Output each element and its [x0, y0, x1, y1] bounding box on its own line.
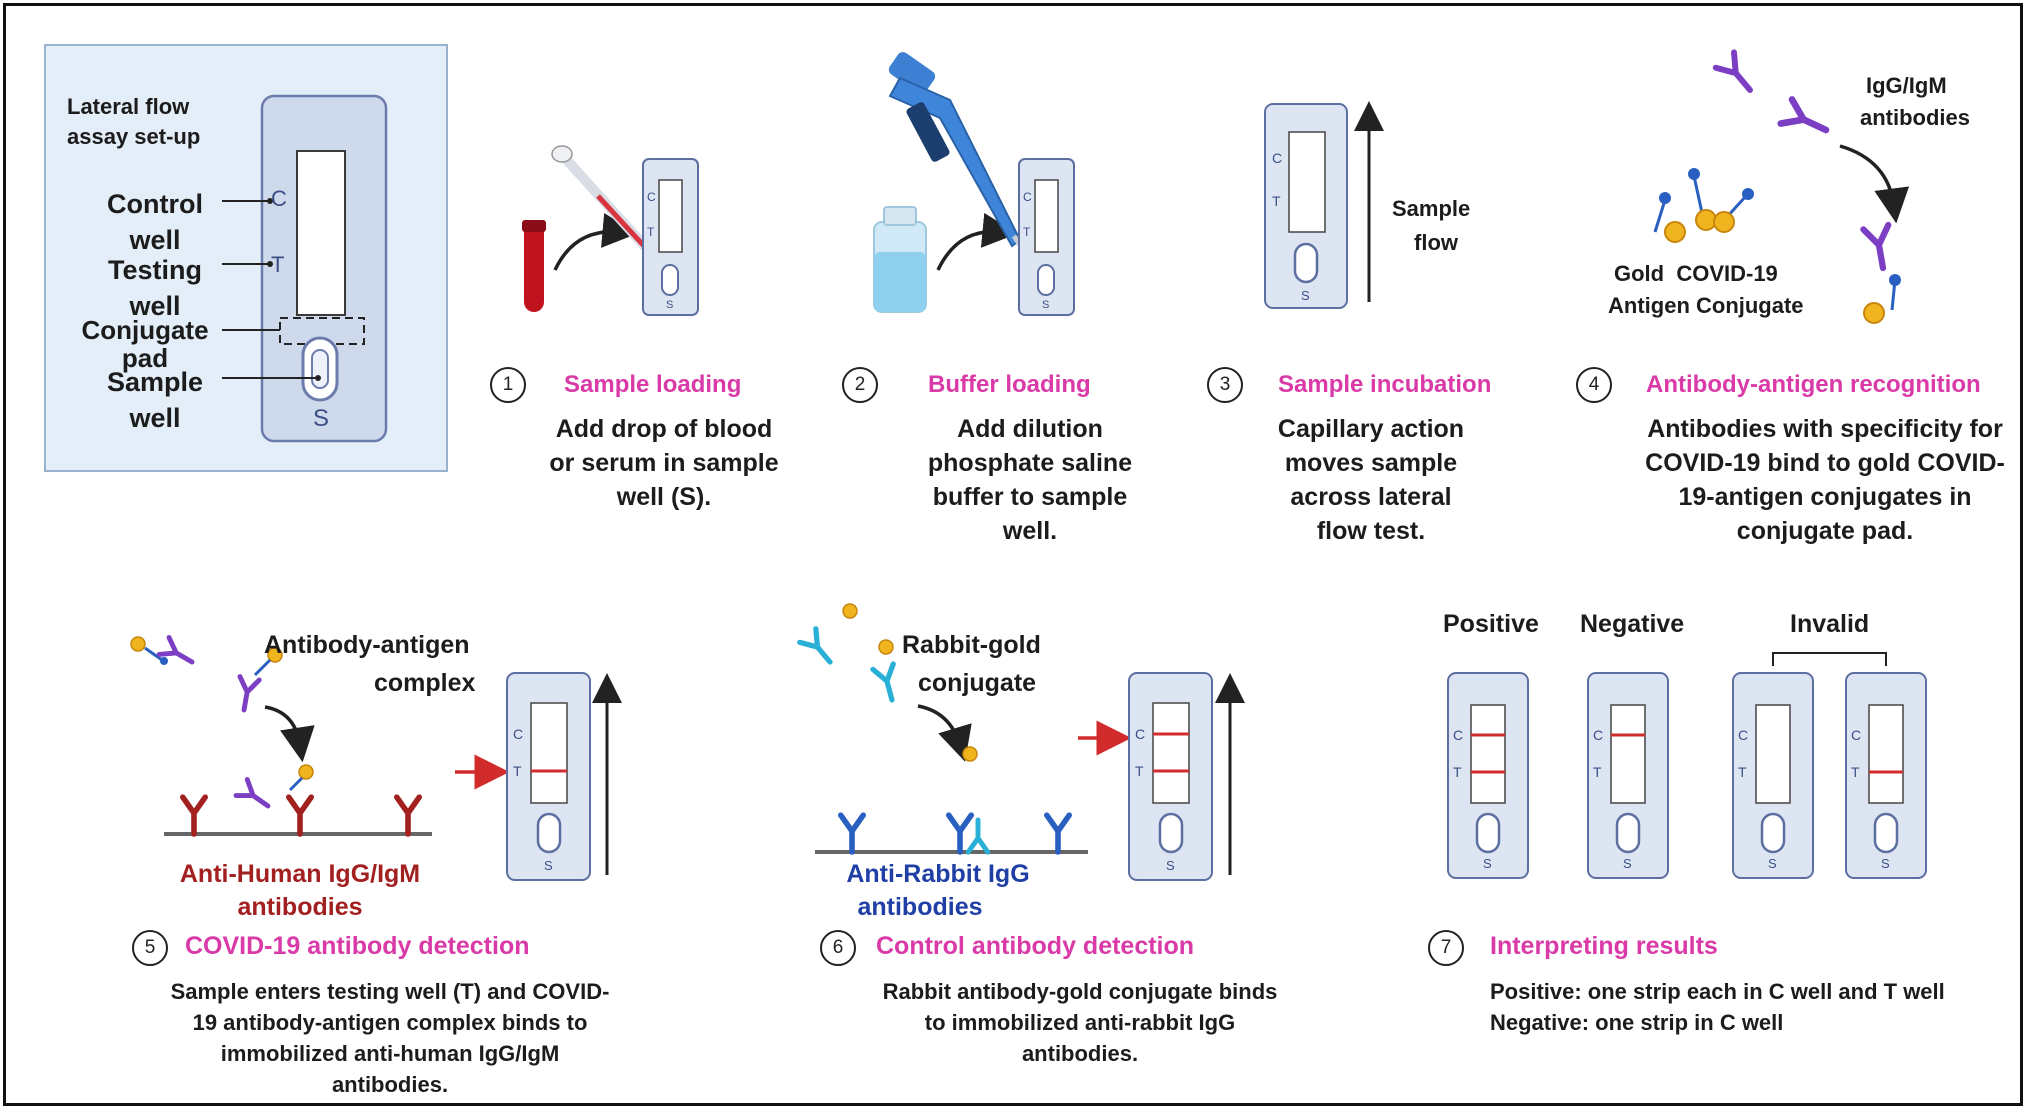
step1-number: 1 [490, 367, 526, 403]
bound-complex-icon [236, 764, 314, 814]
step5-number: 5 [132, 930, 168, 966]
step2-title: Buffer loading [928, 371, 1091, 398]
gold-antigen-conjugate-icon [1653, 168, 1901, 324]
buffer-bottle-icon [873, 206, 927, 313]
negative-strip-s: S [1623, 856, 1632, 871]
step5-arrow [264, 705, 315, 763]
anti-rabbit-antibody-icon [841, 815, 1069, 852]
step6-description: Rabbit antibody-gold conjugate binds to … [882, 979, 1278, 1066]
anti-human-antibody-icon [183, 797, 419, 834]
step7-number: 7 [1428, 930, 1464, 966]
step6-strip-c: C [1135, 726, 1146, 742]
bound-rabbit-conjugate-icon [962, 746, 988, 852]
rabbit-antibody-icon [800, 603, 902, 703]
invalid2-strip-t: T [1851, 764, 1860, 780]
step3-strip-t: T [1272, 193, 1281, 209]
step3-number: 3 [1207, 367, 1243, 403]
step3-strip [1264, 103, 1348, 309]
invalid-strip-t-only [1845, 672, 1927, 879]
positive-label: Positive [1443, 610, 1539, 638]
step5-description: Sample enters testing well (T) and COVID… [170, 979, 610, 1097]
positive-strip-c: C [1453, 727, 1464, 743]
step2-description: Add dilution phosphate saline buffer to … [927, 415, 1133, 545]
step5-strip-s: S [544, 858, 553, 873]
step4-title: Antibody-antigen recognition [1646, 371, 1981, 398]
setup-t-letter: T [271, 252, 285, 277]
invalid1-strip-s: S [1768, 856, 1777, 871]
setup-strip [222, 94, 388, 443]
step6-strip-s: S [1166, 858, 1175, 873]
step1-strip [642, 158, 699, 316]
positive-strip-s: S [1483, 856, 1492, 871]
step1-arrow [553, 213, 638, 271]
negative-strip [1587, 672, 1669, 879]
positive-strip-t: T [1453, 764, 1462, 780]
step6-number: 6 [820, 930, 856, 966]
invalid2-strip-c: C [1851, 727, 1862, 743]
step2-strip-c: C [1023, 190, 1032, 204]
setup-s-letter: S [313, 405, 330, 432]
step1-title: Sample loading [564, 371, 742, 398]
step2-arrow [936, 212, 1018, 271]
invalid1-strip-c: C [1738, 727, 1749, 743]
step1-strip-s: S [666, 299, 674, 311]
invalid-strip-blank [1732, 672, 1814, 879]
blood-tube-icon [522, 220, 546, 312]
step6-title: Control antibody detection [876, 932, 1195, 960]
invalid2-strip-s: S [1881, 856, 1890, 871]
step5-strip [506, 672, 591, 881]
step5-free-antibodies [130, 637, 283, 712]
step6-strip-t: T [1135, 763, 1144, 779]
step1-strip-c: C [647, 190, 656, 204]
step3-title: Sample incubation [1278, 371, 1492, 398]
negative-label: Negative [1580, 610, 1685, 638]
setup-c-letter: C [271, 186, 287, 211]
invalid1-strip-t: T [1738, 764, 1747, 780]
invalid-label: Invalid [1790, 610, 1870, 638]
step2-strip [1018, 158, 1075, 316]
step4-arrow [1839, 144, 1910, 224]
step4-description: Antibodies with specificity for COVID-19… [1645, 415, 2005, 545]
negative-strip-t: T [1593, 764, 1602, 780]
step5-strip-t: T [513, 763, 522, 779]
step3-strip-c: C [1272, 150, 1283, 166]
negative-strip-c: C [1593, 727, 1604, 743]
step2-strip-s: S [1042, 299, 1050, 311]
step2-strip-t: T [1023, 225, 1031, 239]
step5-title: COVID-19 antibody detection [185, 932, 530, 960]
step3-strip-s: S [1301, 288, 1310, 303]
step7-title: Interpreting results [1490, 932, 1718, 960]
positive-strip [1447, 672, 1529, 879]
invalid-bracket [1772, 652, 1887, 666]
step1-strip-t: T [647, 225, 655, 239]
step3-description: Capillary action moves sample across lat… [1277, 415, 1465, 545]
step4-number: 4 [1576, 367, 1612, 403]
step6-strip [1128, 672, 1213, 881]
step2-number: 2 [842, 367, 878, 403]
step6-arrow [917, 704, 972, 762]
figure-frame [3, 3, 2023, 1106]
step5-strip-c: C [513, 726, 524, 742]
step1-description: Add drop of blood or serum in sample wel… [549, 415, 779, 511]
step7-description: Positive: one strip each in C well and T… [1490, 979, 1945, 1035]
